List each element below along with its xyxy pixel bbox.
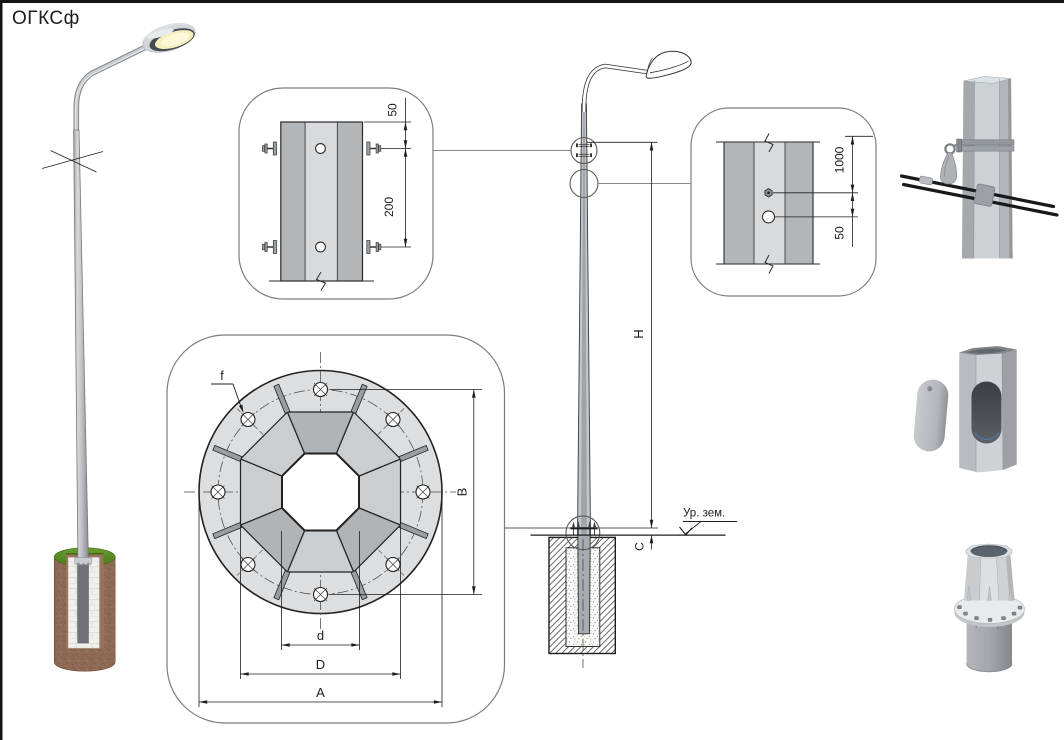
flange-bolts-3d [957,605,1023,622]
base-flange-disc [954,594,1025,627]
clamp-pole-top-face [963,76,1012,84]
frame-top-edge [0,0,1064,3]
pole-butt-embedded [77,558,89,644]
pole-elevation-2d: H C Ур. зем. [504,50,737,668]
dim-50-top: 50 [386,103,400,117]
luminaire-2d [645,50,692,79]
detail-balloon-holes: 1000 50 [598,107,877,297]
label-D: D [316,657,325,672]
hatch-opening [971,381,1002,444]
cover-hole [927,386,933,392]
balloon1-pole-section [262,121,382,291]
dim-H-group: H [587,141,658,528]
dim-d-group: d [281,531,360,650]
dim-1000: 1000 [833,146,847,173]
detail-balloon-clamps: 50 200 [238,87,571,300]
label-f: f [220,369,224,383]
base-cone-top-rim [965,543,1013,559]
label-ground: Ур. зем. [683,508,725,520]
ground-flange-3d [74,557,92,566]
dim-50-side: 50 [833,226,847,240]
detail-circle-upper [570,136,598,165]
detail-circle-lower [569,168,599,199]
dim-200: 200 [382,197,396,217]
pole-arm-3d [73,43,149,131]
base-flange-2d [504,520,658,535]
dim-A-group: A [198,492,443,707]
base-cone [964,550,1015,601]
dim-B-group: B [329,389,482,595]
break-mark [315,271,327,291]
cable-clamp-3d-render [899,76,1059,259]
label-C: C [633,542,647,551]
dim-D-group: D [240,525,401,679]
balloon1-hole-bottom [315,241,326,253]
page-title: ОГКСф [12,8,80,29]
luminaire-3d [142,22,196,53]
frame-left-edge [0,0,3,740]
label-d: d [317,628,324,643]
pole-cross-mark [41,150,104,173]
break-mark-bottom [764,254,774,274]
foundation-soil-cylinder [53,547,116,672]
cable-clamp-block [973,183,996,207]
label-A: A [316,685,325,700]
flange-facets [239,411,402,573]
dim-C-group: C [633,535,654,551]
balloon1-hole-top [315,143,326,154]
clamp-bolts [262,141,382,254]
label-B: B [455,488,470,497]
flange-base-3d-render [954,543,1025,673]
flange-bolt-holes [210,381,431,603]
cable-hole [761,210,776,224]
earthing-bolt [764,188,773,198]
clamp-marks-2d [576,143,592,158]
hatch-cover-plate [913,379,949,452]
pole-arm-2d [581,63,648,113]
flange-hole-callout: f [211,369,246,414]
detail-balloon-flange: f B d [166,334,566,724]
cable-ferrule [918,175,934,186]
hatch-3d-render [913,346,1017,473]
label-H: H [631,329,646,338]
flange-center-hole [281,452,360,532]
pole-3d-render [41,22,196,672]
ground-level-callout: Ур. зем. [679,508,737,536]
balloon2-pole-section [716,133,820,274]
break-mark-top [764,133,774,153]
